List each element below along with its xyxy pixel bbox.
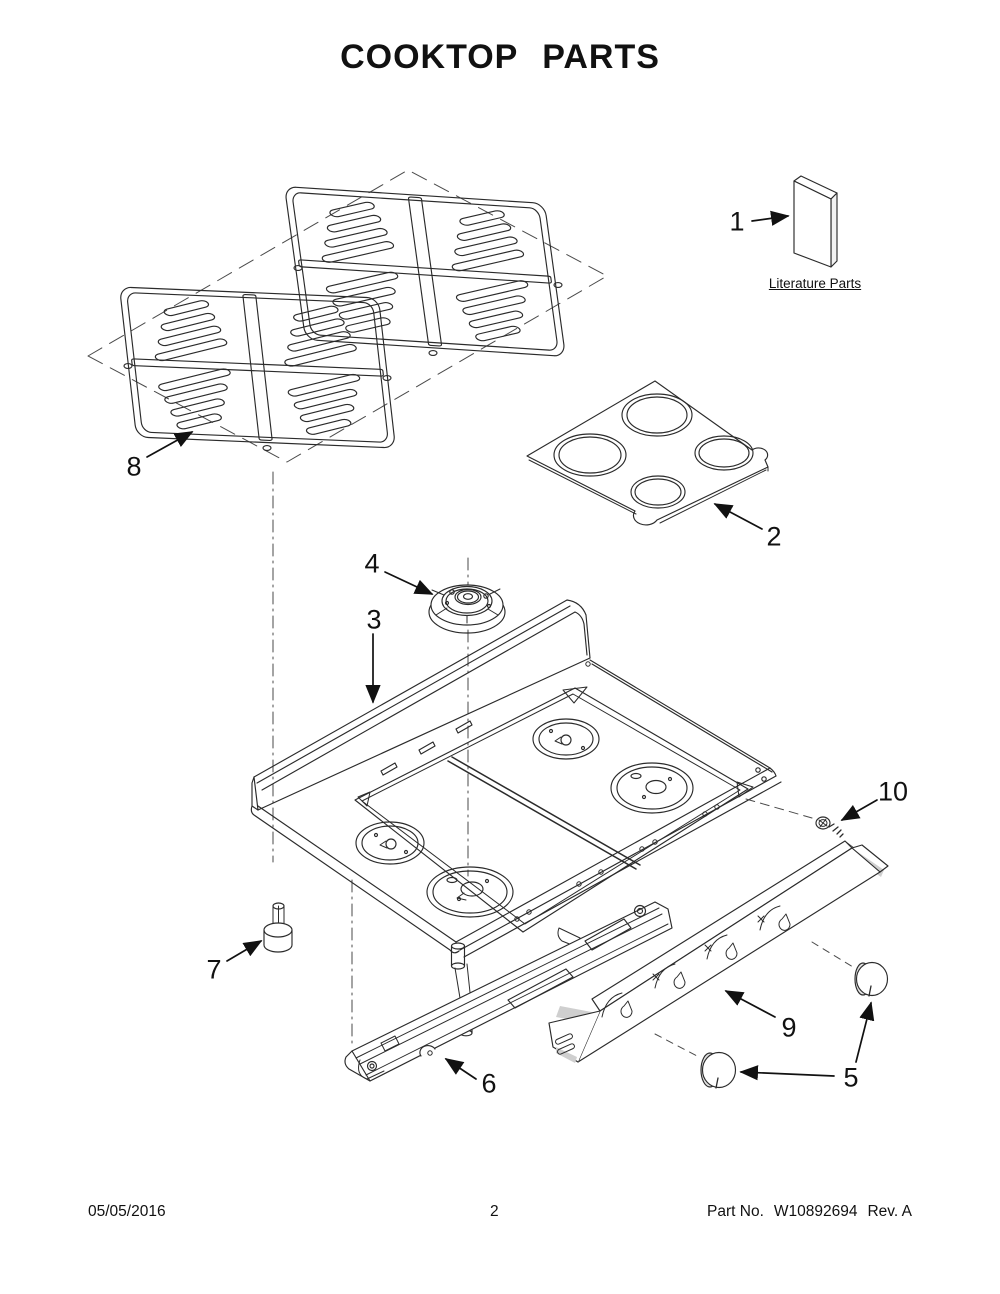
callout-arrow-8 [146, 431, 194, 458]
burner-assembly-drawing [428, 584, 506, 634]
callout-1: 1 [729, 206, 745, 237]
callout-7: 7 [206, 954, 222, 985]
literature-parts-label: Literature Parts [768, 276, 862, 291]
callout-arrow-10 [840, 799, 878, 821]
callout-arrow-5a [739, 1065, 835, 1081]
screw-drawing [745, 798, 859, 852]
callout-arrow-5b [855, 1001, 875, 1063]
footer-revision: Rev. A [867, 1203, 912, 1220]
grate-feet [123, 265, 563, 451]
callout-arrow-4 [384, 571, 434, 595]
callout-8: 8 [126, 451, 142, 482]
callout-arrow-9 [724, 990, 776, 1018]
callout-6: 6 [481, 1068, 497, 1099]
footer-date: 05/05/2016 [88, 1203, 166, 1220]
control-panel-drawing [548, 840, 889, 1063]
literature-parts-drawing [793, 175, 838, 268]
burner-grates-drawing [88, 170, 607, 462]
footer-page-number: 2 [490, 1203, 499, 1220]
knobs-drawing [654, 941, 889, 1089]
footer-part-info: Part No. W10892694 Rev. A [697, 1203, 912, 1221]
callout-3: 3 [366, 604, 382, 635]
callout-arrow-7 [226, 940, 263, 962]
callout-arrow-1 [751, 210, 790, 226]
page-title: COOKTOP PARTS [340, 38, 660, 76]
callout-5: 5 [843, 1062, 859, 1093]
callout-2: 2 [766, 521, 782, 552]
callout-arrow-6 [444, 1058, 477, 1080]
callout-arrow-2 [713, 503, 763, 530]
rail-bracket-drawing [344, 901, 673, 1082]
leveling-foot-drawing [263, 902, 293, 953]
callout-9: 9 [781, 1012, 797, 1043]
callout-10: 10 [877, 776, 909, 807]
callout-4: 4 [364, 548, 380, 579]
cooktop-sheet-drawing [526, 380, 769, 526]
footer-part-number: W10892694 [773, 1203, 858, 1220]
footer-part-label: Part No. [707, 1203, 764, 1220]
